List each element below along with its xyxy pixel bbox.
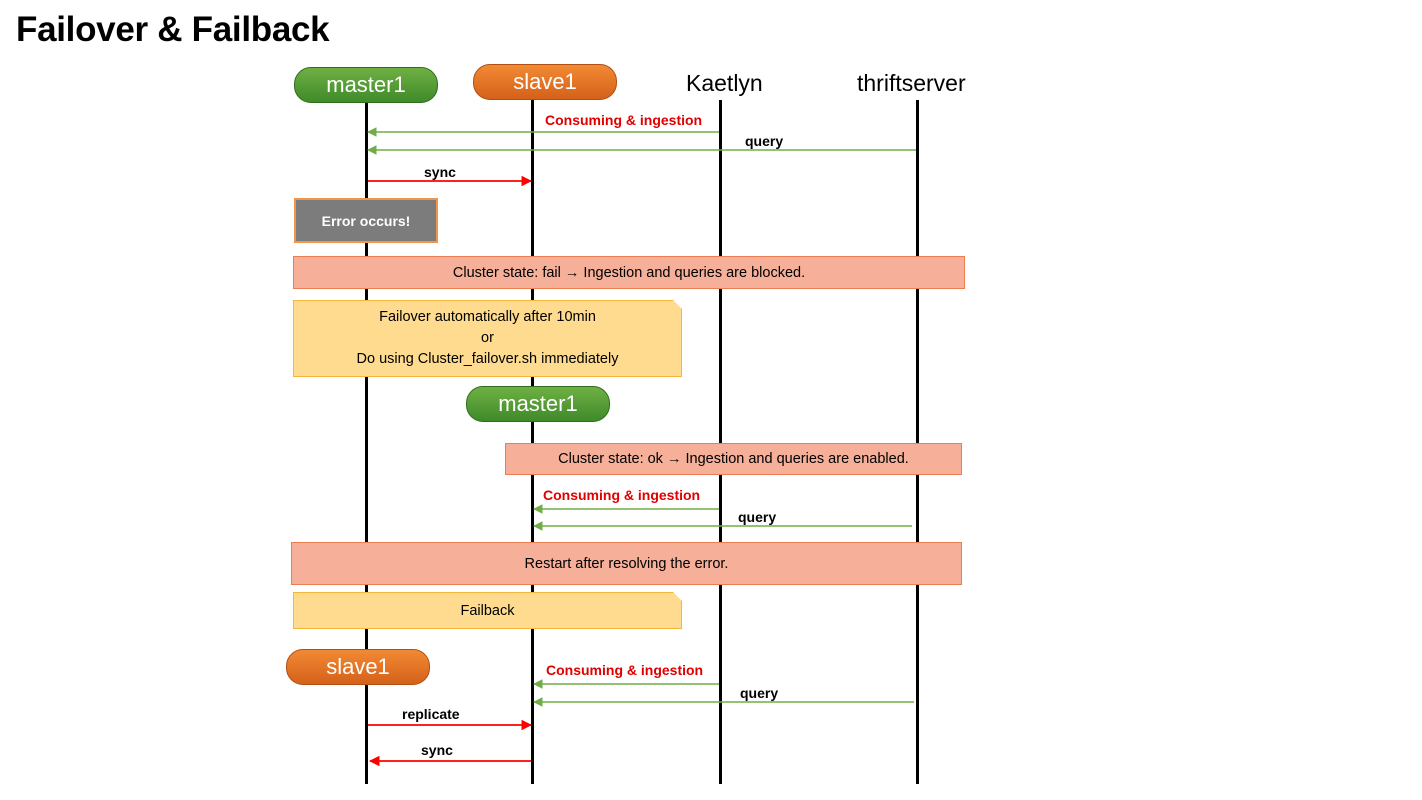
label-query2: query bbox=[738, 509, 777, 525]
promoted-master1: master1 bbox=[466, 386, 610, 422]
lifeline-slave1 bbox=[531, 98, 534, 784]
label-query1: query bbox=[745, 133, 784, 149]
lifeline-master1 bbox=[365, 100, 368, 784]
participant-slave1: slave1 bbox=[473, 64, 617, 100]
error-occurs-note: Error occurs! bbox=[294, 198, 438, 243]
failback-note: Failback bbox=[293, 592, 682, 629]
participant-kaetlyn: Kaetlyn bbox=[686, 70, 763, 96]
label-consume2: Consuming & ingestion bbox=[543, 487, 701, 503]
label-sync1: sync bbox=[424, 164, 456, 180]
failover-note-line1: Failover automatically after 10min bbox=[379, 309, 596, 325]
label-replicate: replicate bbox=[402, 706, 460, 722]
page-title: Failover & Failback bbox=[16, 10, 330, 49]
failover-note-line3: Do using Cluster_failover.sh immediately bbox=[356, 351, 619, 367]
demoted-slave1: slave1 bbox=[286, 649, 430, 685]
participant-thriftserver: thriftserver bbox=[857, 70, 966, 96]
label-consume3: Consuming & ingestion bbox=[546, 662, 704, 678]
cluster-state-fail-banner: Cluster state: fail → Ingestion and quer… bbox=[293, 256, 965, 289]
restart-banner: Restart after resolving the error. bbox=[291, 542, 962, 585]
lifeline-kaetlyn bbox=[719, 100, 722, 784]
label-consume1: Consuming & ingestion bbox=[545, 112, 703, 128]
lifeline-thriftserver bbox=[916, 100, 919, 784]
label-query3: query bbox=[740, 685, 779, 701]
label-sync2: sync bbox=[421, 742, 453, 758]
failover-note-line2: or bbox=[481, 330, 494, 346]
failover-note: Failover automatically after 10min or Do… bbox=[293, 300, 682, 377]
cluster-state-ok-banner: Cluster state: ok → Ingestion and querie… bbox=[505, 443, 962, 475]
participant-master1: master1 bbox=[294, 67, 438, 103]
